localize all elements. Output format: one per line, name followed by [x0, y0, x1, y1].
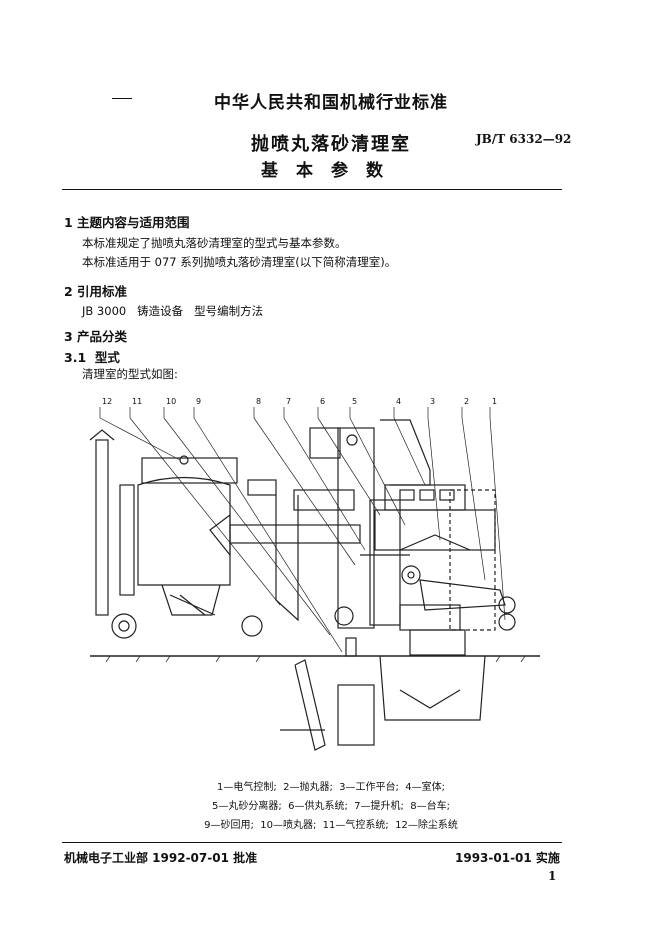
bottom-divider [62, 842, 562, 843]
section-1-paragraph-2: 本标准适用于 077 系列抛喷丸落砂清理室(以下简称清理室)。 [82, 255, 397, 269]
leader-lines [99, 407, 506, 653]
effective-date: 1993-01-01 实施 [455, 851, 560, 865]
callout-5: 5 [352, 397, 357, 406]
section-3-1-heading: 3.1 型式 [64, 350, 120, 365]
section-3-heading: 3 产品分类 [64, 329, 128, 344]
callout-6: 6 [320, 397, 325, 406]
callout-7: 7 [286, 397, 291, 406]
legend-line-2: 5—丸砂分离器; 6—供丸系统; 7—提升机; 8—台车; [212, 801, 450, 812]
callout-11: 11 [132, 397, 142, 406]
page-number: 1 [548, 869, 557, 883]
callout-1: 1 [492, 397, 497, 406]
callout-3: 3 [430, 397, 435, 406]
callout-4: 4 [396, 397, 401, 406]
callout-12: 12 [102, 397, 112, 406]
section-2-reference: JB 3000 铸造设备 型号编制方法 [82, 304, 264, 318]
issuing-organization: 中华人民共和国机械行业标准 [214, 93, 448, 113]
callout-labels: 12 11 10 9 8 7 6 5 4 3 2 1 [102, 397, 497, 406]
approval-date: 机械电子工业部 1992-07-01 批准 [64, 851, 258, 865]
callout-2: 2 [464, 397, 469, 406]
section-3-1-paragraph: 清理室的型式如图: [82, 367, 178, 381]
shot-blast-room-diagram: 12 11 10 9 8 7 6 5 4 3 2 1 [89, 397, 540, 751]
document-title: 抛喷丸落砂清理室 [251, 134, 411, 155]
top-divider [62, 189, 562, 190]
section-1-paragraph-1: 本标准规定了抛喷丸落砂清理室的型式与基本参数。 [82, 236, 347, 250]
callout-10: 10 [166, 397, 176, 406]
callout-8: 8 [256, 397, 261, 406]
callout-9: 9 [196, 397, 201, 406]
header-rule-right [388, 98, 408, 99]
standard-number: JB/T 6332—92 [476, 132, 572, 146]
section-1-heading: 1 主题内容与适用范围 [64, 215, 190, 230]
legend-line-1: 1—电气控制; 2—抛丸器; 3—工作平台; 4—室体; [217, 782, 445, 793]
header-rule-left [112, 98, 132, 99]
legend-line-3: 9—砂回用; 10—喷丸器; 11—气控系统; 12—除尘系统 [204, 820, 458, 831]
section-2-heading: 2 引用标准 [64, 284, 128, 299]
document-subtitle: 基本参数 [261, 161, 401, 181]
